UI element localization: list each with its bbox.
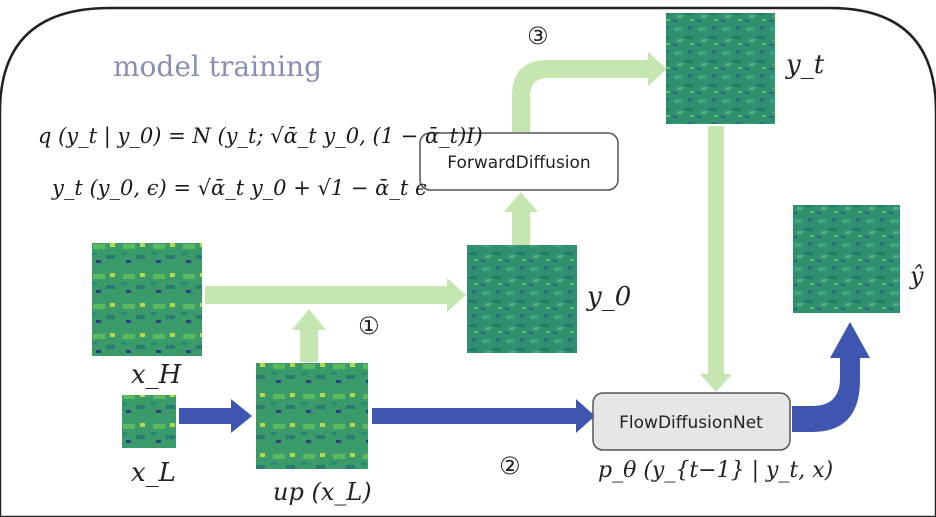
arrow-yt-to-flow-head: [700, 374, 732, 392]
label-p-theta: p_θ (y_{t−1} | y_t, x): [598, 458, 834, 483]
label-y0: y_0: [587, 282, 632, 312]
arrow-up-head: [292, 309, 326, 330]
outer-frame: [0, 6, 936, 517]
arrow-y0-to-forward-head: [504, 192, 538, 212]
step-2-marker: ②: [499, 452, 521, 480]
image-up-xl: [256, 363, 368, 469]
forward-diffusion-label: ForwardDiffusion: [447, 153, 590, 173]
step-3-marker: ③: [527, 22, 549, 50]
arrow-xh-to-y0-shaft: [205, 286, 450, 304]
image-xh: [92, 243, 202, 356]
arrow-forward-to-yt-head: [648, 52, 667, 86]
arrow-up-shaft: [300, 328, 318, 362]
image-yt: [666, 13, 775, 124]
image-xl: [122, 395, 176, 448]
arrow-y0-to-forward-shaft: [512, 210, 530, 245]
label-xl: x_L: [131, 458, 176, 488]
flow-diffusion-net-label: FlowDiffusionNet: [619, 413, 763, 433]
flow-diffusion-net-box: [592, 392, 791, 451]
forward-diffusion-box: [419, 132, 619, 191]
arrow-flow-to-yhat-head: [830, 322, 870, 358]
label-up-xl: up (x_L): [273, 478, 372, 506]
arrow-xh-to-y0-head: [447, 278, 466, 312]
label-yt: y_t: [786, 50, 825, 80]
arrow-flow-to-yhat-shaft: [792, 356, 860, 432]
label-xh: x_H: [131, 360, 182, 390]
arrow-xl-to-up-head: [231, 399, 252, 433]
equation-forward-process: q (y_t | y_0) = N (y_t; √ᾱ_t y_0, (1 − ᾱ…: [38, 124, 483, 148]
image-y0: [467, 245, 577, 353]
arrow-forward-to-yt-shaft: [512, 60, 650, 132]
step-1-marker: ①: [358, 312, 380, 340]
light-green-arrows: [205, 52, 732, 392]
image-yhat: [793, 205, 900, 313]
diagram-title: model training: [113, 50, 322, 83]
arrow-up-to-flow-head: [576, 399, 595, 433]
arrow-xl-to-up-shaft: [179, 408, 233, 424]
equation-reparam: y_t (y_0, ϵ) = √ᾱ_t y_0 + √1 − ᾱ_t ϵ: [52, 176, 427, 200]
blue-arrows: [179, 322, 870, 433]
arrow-yt-to-flow-shaft: [708, 126, 724, 376]
arrow-up-to-flow-shaft: [372, 408, 578, 424]
label-yhat: ŷ: [910, 262, 924, 290]
